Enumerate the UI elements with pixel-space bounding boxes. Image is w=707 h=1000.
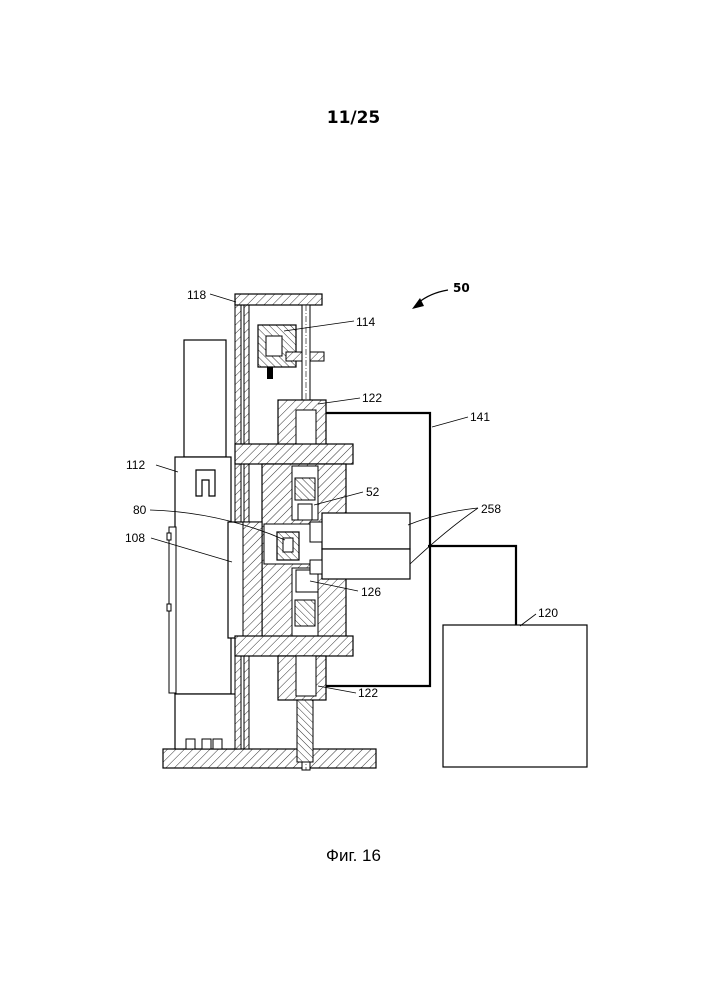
leader-120 <box>520 614 536 626</box>
lower-flange <box>235 636 353 656</box>
figure-caption: Фиг. 16 <box>0 846 707 866</box>
label-114: 114 <box>356 315 375 329</box>
cable-controller <box>428 546 516 625</box>
leader-141 <box>432 417 468 427</box>
controller-box-120 <box>443 625 587 767</box>
label-118: 118 <box>187 288 206 302</box>
seal-lower <box>295 600 315 626</box>
label-122-top: 122 <box>362 391 382 405</box>
left-bracket <box>167 604 171 611</box>
sample-holder-52 <box>298 504 312 520</box>
upper-flange <box>235 444 353 464</box>
sensor-258-upper <box>322 513 410 549</box>
label-120: 120 <box>538 606 558 620</box>
label-141: 141 <box>470 410 490 424</box>
leader-118 <box>210 294 236 302</box>
arrow-50 <box>418 290 448 303</box>
label-108: 108 <box>125 531 145 545</box>
motor-hub <box>266 336 282 356</box>
foot-block <box>186 739 195 749</box>
motor-foot <box>267 367 273 379</box>
left-cabinet <box>175 457 231 694</box>
sensor-tip <box>310 522 322 542</box>
foot-block <box>213 739 222 749</box>
label-122-bottom: 122 <box>358 686 378 700</box>
side-plate-inner <box>243 522 262 638</box>
base-plate <box>163 749 376 768</box>
leader-258-b <box>410 508 478 564</box>
left-bracket <box>167 533 171 540</box>
seal-upper <box>295 478 315 500</box>
top-beam <box>235 294 322 305</box>
label-258: 258 <box>481 502 501 516</box>
label-52: 52 <box>366 485 380 499</box>
leader-258-a <box>408 508 478 525</box>
left-cabinet-top <box>184 340 226 457</box>
lower-rod <box>297 700 313 762</box>
label-80: 80 <box>133 503 147 517</box>
label-126: 126 <box>361 585 381 599</box>
sensor-258-lower <box>322 549 410 579</box>
sensor-tip <box>310 560 322 574</box>
label-50: 50 <box>453 281 470 295</box>
foot-block <box>202 739 211 749</box>
label-112: 112 <box>126 458 145 472</box>
lower-bore <box>296 656 316 696</box>
